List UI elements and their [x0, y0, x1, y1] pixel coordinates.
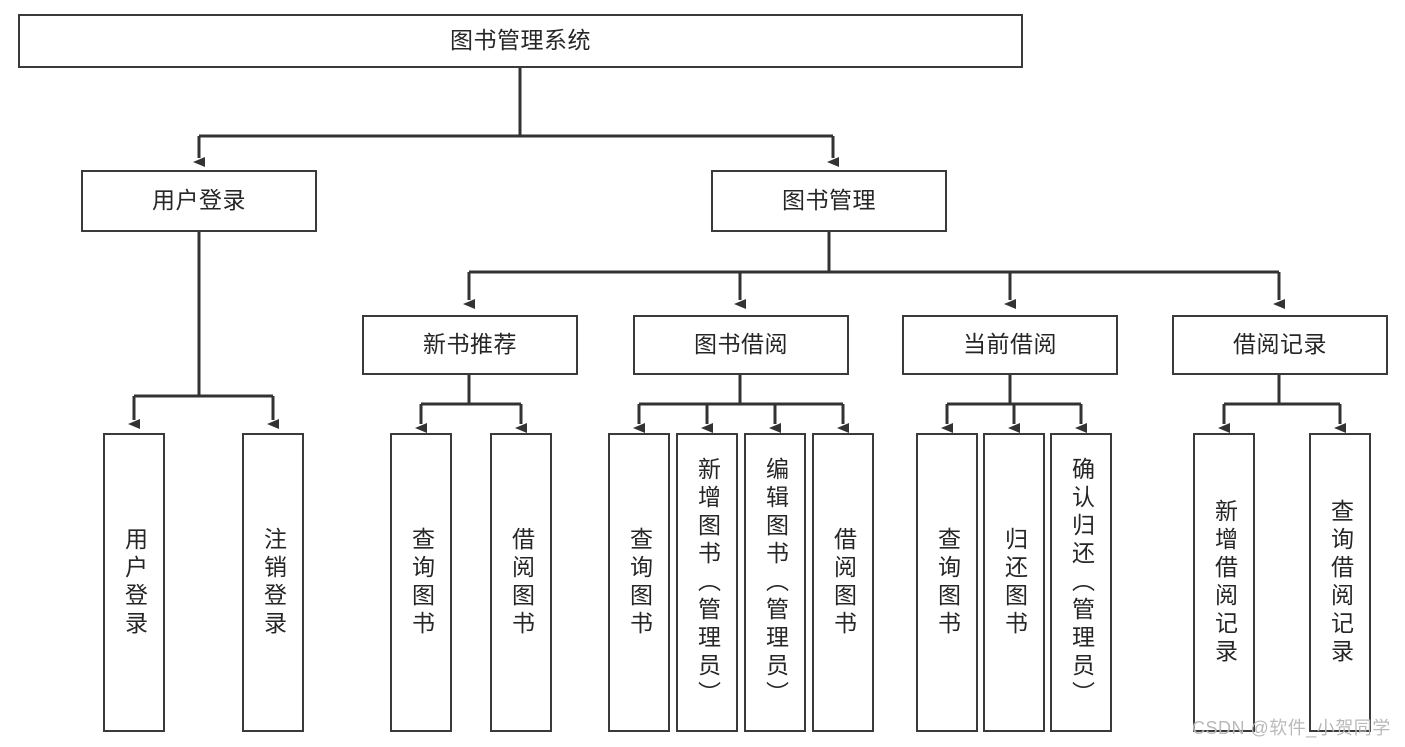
node-label: 借阅图书 [830, 526, 857, 639]
node-label: 归还图书 [1001, 526, 1028, 639]
leaf-borrow-query-book[interactable]: 查询图书 [608, 433, 670, 732]
leaf-record-add-record[interactable]: 新增借阅记录 [1193, 433, 1255, 732]
leaf-current-query-book[interactable]: 查询图书 [916, 433, 978, 732]
node-new-book-recommend[interactable]: 新书推荐 [362, 315, 578, 375]
node-label: 新书推荐 [423, 331, 517, 358]
node-label: 借阅记录 [1233, 331, 1327, 358]
leaf-recommend-query-book[interactable]: 查询图书 [390, 433, 452, 732]
leaf-current-confirm-return-admin[interactable]: 确认归还（管理员） [1050, 433, 1112, 732]
node-label: 用户登录 [121, 526, 148, 639]
node-label: 注销登录 [260, 526, 287, 639]
node-label: 查询借阅记录 [1327, 498, 1354, 667]
node-label: 借阅图书 [508, 526, 535, 639]
node-label: 查询图书 [934, 526, 961, 639]
node-current-borrow[interactable]: 当前借阅 [902, 315, 1118, 375]
node-user-login[interactable]: 用户登录 [81, 170, 317, 232]
node-root[interactable]: 图书管理系统 [18, 14, 1023, 68]
node-label: 确认归还（管理员） [1068, 456, 1095, 709]
node-book-borrow[interactable]: 图书借阅 [633, 315, 849, 375]
node-label: 新增图书（管理员） [694, 456, 721, 709]
leaf-borrow-edit-book-admin[interactable]: 编辑图书（管理员） [744, 433, 806, 732]
node-label: 新增借阅记录 [1211, 498, 1238, 667]
node-label: 图书借阅 [694, 331, 788, 358]
leaf-user-login-login[interactable]: 用户登录 [103, 433, 165, 732]
node-label: 用户登录 [152, 187, 246, 214]
leaf-recommend-borrow-book[interactable]: 借阅图书 [490, 433, 552, 732]
node-label: 当前借阅 [963, 331, 1057, 358]
node-label: 图书管理 [782, 187, 876, 214]
node-borrow-record[interactable]: 借阅记录 [1172, 315, 1388, 375]
node-label: 查询图书 [408, 526, 435, 639]
leaf-record-query-record[interactable]: 查询借阅记录 [1309, 433, 1371, 732]
leaf-current-return-book[interactable]: 归还图书 [983, 433, 1045, 732]
node-label: 查询图书 [626, 526, 653, 639]
node-book-management[interactable]: 图书管理 [711, 170, 947, 232]
leaf-borrow-borrow-book[interactable]: 借阅图书 [812, 433, 874, 732]
node-label: 图书管理系统 [450, 27, 591, 54]
leaf-user-login-logout[interactable]: 注销登录 [242, 433, 304, 732]
node-label: 编辑图书（管理员） [762, 456, 789, 709]
leaf-borrow-add-book-admin[interactable]: 新增图书（管理员） [676, 433, 738, 732]
